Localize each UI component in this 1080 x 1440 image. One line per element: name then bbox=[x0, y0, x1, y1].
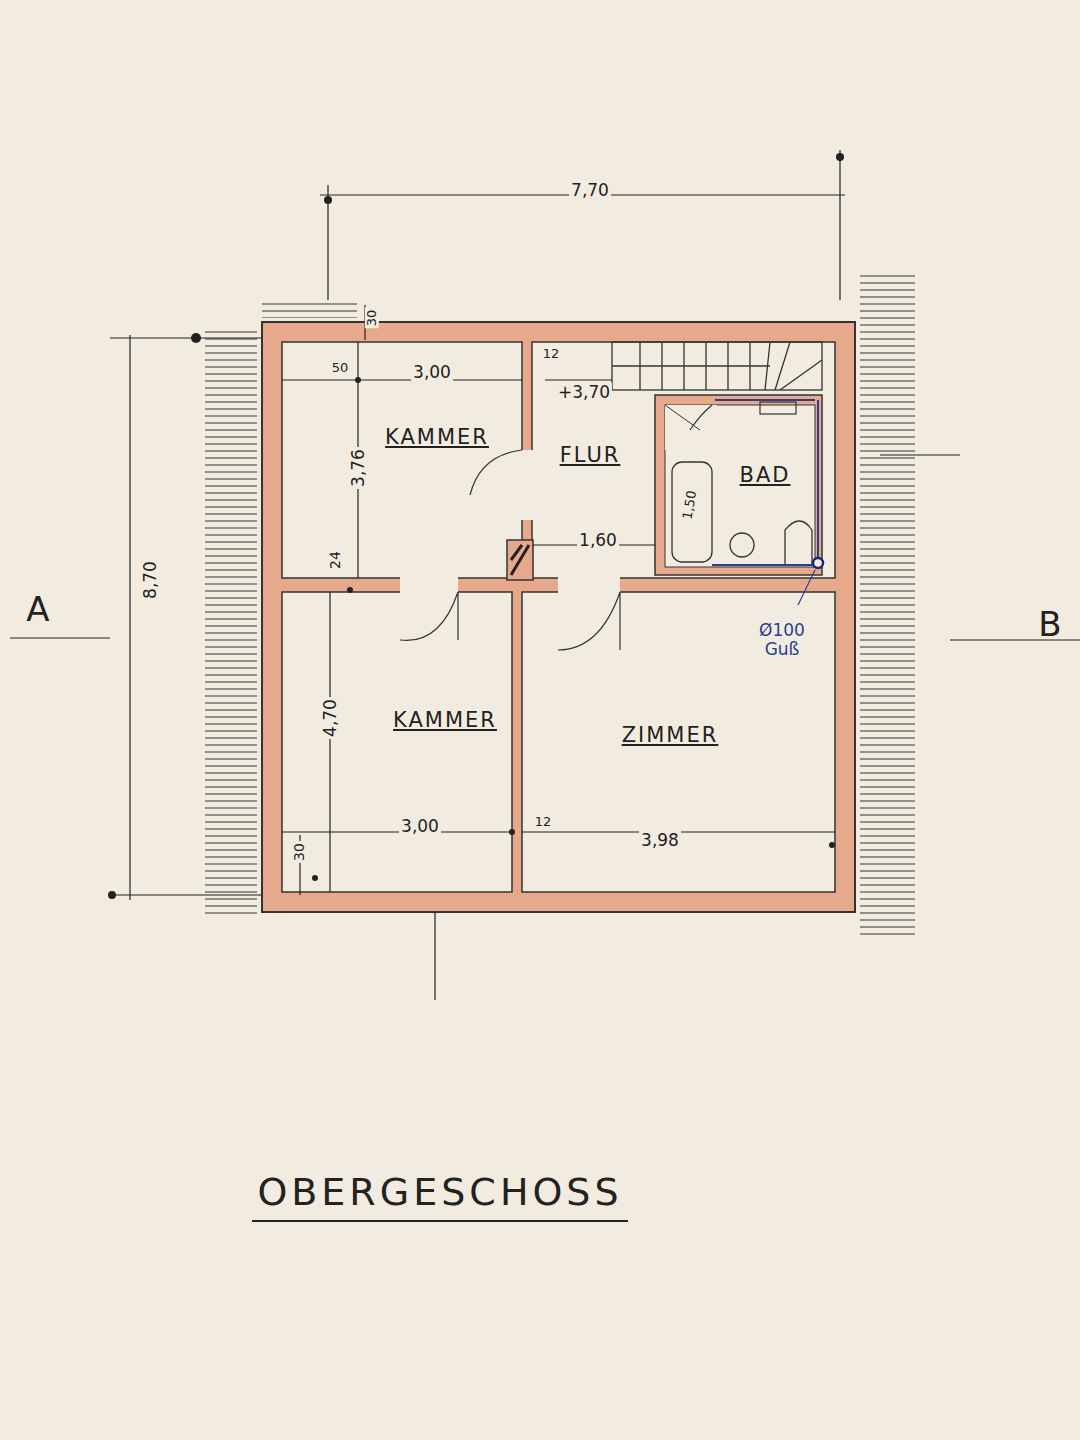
chimney bbox=[507, 540, 533, 580]
hatching bbox=[860, 270, 915, 940]
staircase bbox=[612, 342, 822, 390]
room-name: ZIMMER bbox=[622, 723, 719, 747]
dimension-label: 4,70 bbox=[321, 697, 340, 739]
chimney-mark bbox=[511, 545, 529, 575]
installation-line bbox=[712, 400, 818, 565]
plan-title: OBERGESCHOSS bbox=[257, 1170, 622, 1214]
door-swing bbox=[665, 405, 700, 430]
title-underline bbox=[252, 1220, 627, 1222]
toilet bbox=[730, 533, 754, 557]
leader-line bbox=[798, 570, 815, 605]
outer-wall bbox=[262, 322, 855, 912]
door-openings bbox=[400, 450, 620, 594]
room: KAMMER bbox=[282, 592, 512, 892]
dimension-label: 3,00 bbox=[399, 817, 441, 836]
hatching bbox=[262, 300, 357, 318]
dimension-label: 7,70 bbox=[569, 181, 611, 200]
room: BAD bbox=[665, 405, 815, 565]
sink bbox=[760, 402, 796, 414]
room-name: KAMMER bbox=[393, 708, 497, 732]
bathtub bbox=[672, 462, 712, 562]
dimension-label: 8,70 bbox=[141, 559, 160, 601]
room-name: KAMMER bbox=[385, 425, 489, 449]
room: FLUR bbox=[532, 400, 652, 540]
bath-door bbox=[665, 405, 717, 450]
dimension-label: 1,60 bbox=[577, 531, 619, 550]
hatching bbox=[205, 330, 257, 915]
dimension-label: Ø100 Guß bbox=[750, 621, 814, 658]
dimension-label: 30 bbox=[292, 841, 307, 863]
dimension-label: 3,00 bbox=[411, 363, 453, 382]
bath-wall bbox=[655, 395, 822, 575]
bath-interior bbox=[665, 405, 815, 567]
dimension-label: B bbox=[1036, 606, 1063, 643]
dimension-label: 12 bbox=[541, 347, 562, 361]
room-interiors bbox=[282, 342, 835, 892]
dimension-label: 50 bbox=[330, 361, 351, 375]
dimension-label: 3,98 bbox=[639, 831, 681, 850]
dimension-label: 24 bbox=[328, 549, 343, 571]
dimension-label: 3,76 bbox=[349, 447, 368, 489]
dimension-label: +3,70 bbox=[556, 383, 612, 402]
downpipe bbox=[813, 558, 823, 568]
dimension-label: A bbox=[24, 591, 51, 628]
dimension-lines bbox=[10, 150, 1080, 1000]
room-name: FLUR bbox=[560, 443, 621, 467]
dimension-label: 30 bbox=[365, 308, 379, 329]
dimension-label: 12 bbox=[533, 815, 554, 829]
basin bbox=[785, 521, 812, 565]
room: KAMMER bbox=[282, 342, 522, 578]
dimension-dots bbox=[108, 153, 844, 899]
room-name: BAD bbox=[740, 463, 791, 487]
